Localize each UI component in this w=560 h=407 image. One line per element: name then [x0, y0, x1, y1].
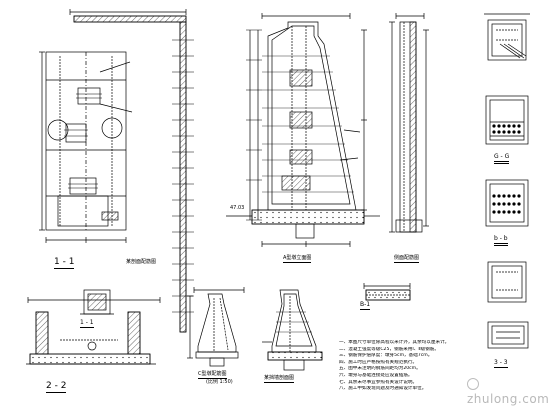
note-line: 二、混凝土强度等级C25，钢筋采用Ⅰ、Ⅱ级钢筋。 — [339, 346, 439, 352]
watermark: zhulong.com — [467, 378, 560, 406]
section-a-caption: A型墩立面图 — [283, 255, 312, 263]
note-line: 三、钢筋保护层厚度：墩身5cm，基础7cm。 — [339, 353, 433, 359]
beam-detail-label: B-1 — [360, 301, 371, 310]
side-view-caption: 侧面配筋图 — [394, 255, 420, 263]
buttress-d-caption: 某挡墙剖面图 — [264, 375, 295, 383]
section-1-1-label: 1 - 1 — [54, 257, 75, 269]
section-2-2-label: 2 - 2 — [46, 381, 67, 393]
elevation-label: 47.03 — [230, 205, 245, 211]
section-1-1-caption: 某剖面配筋图 — [126, 259, 157, 265]
section-2-2-drawing — [26, 297, 161, 365]
beam-detail-drawing — [363, 283, 411, 301]
watermark-text: zhulong.com — [467, 392, 550, 406]
section-b-b-label: b - b — [494, 236, 508, 246]
note-line: 五、图中未注明的钢筋间距均为20cm。 — [339, 366, 421, 372]
right-details-drawing — [484, 13, 530, 349]
design-notes: 一、本图尺寸单位除高程以米计外，其余均以厘米计。 二、混凝土强度等级C25，钢筋… — [339, 340, 449, 393]
watermark-logo-icon — [467, 378, 479, 390]
section-y-drawing — [80, 289, 114, 315]
note-line: 八、施工中如发现问题及时通知设计单位。 — [339, 386, 427, 392]
section-3-3-label: 3 - 3 — [494, 359, 508, 368]
section-1-1-drawing — [39, 9, 194, 333]
section-g-g-label: G - G — [494, 154, 510, 164]
note-line: 一、本图尺寸单位除高程以米计外，其余均以厘米计。 — [339, 340, 449, 345]
buttress-c-caption: C型墩配筋图 — [198, 371, 227, 379]
note-line: 四、施工时应严格按照有关规范执行。 — [339, 359, 418, 365]
note-line: 六、墩身与基础连接处应设置插筋。 — [339, 372, 413, 378]
section-y-label: 1 - 1 — [80, 319, 94, 328]
buttress-c-drawing — [187, 287, 245, 367]
buttress-c-scale: (比例 1:50) — [206, 379, 233, 385]
note-line: 七、其余未尽事宜参照有关设计说明。 — [339, 379, 418, 385]
section-a-drawing — [226, 13, 380, 247]
side-view-drawing — [389, 13, 429, 233]
buttress-d-drawing — [262, 289, 323, 371]
